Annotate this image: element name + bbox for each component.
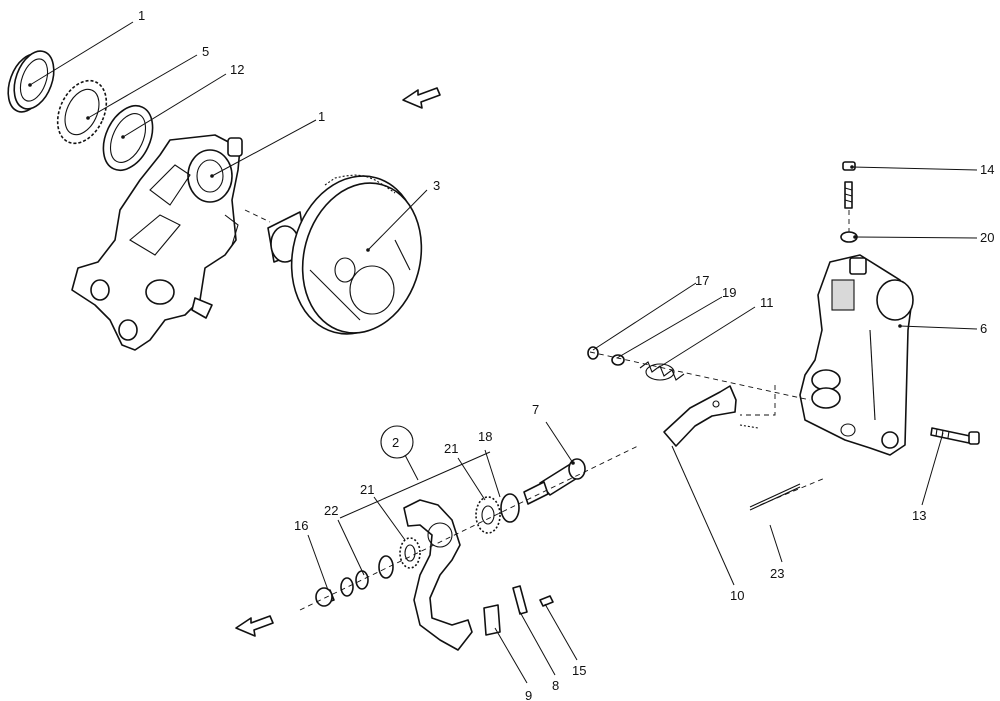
assembly-axis-lower	[299, 444, 641, 611]
part-shaft-7	[523, 458, 586, 505]
callout-12: 12	[230, 62, 244, 77]
part-toothed-washer	[56, 79, 108, 145]
callout-3: 3	[433, 178, 440, 193]
callout-8: 8	[552, 678, 559, 693]
part-screw-14	[842, 161, 856, 209]
part-plate-9	[483, 604, 501, 636]
callout-16: 16	[294, 518, 308, 533]
callout-23: 23	[770, 566, 784, 581]
callout-2: 2	[392, 435, 399, 450]
callout-1b: 1	[318, 109, 325, 124]
direction-arrow-lower	[235, 615, 274, 637]
callout-14: 14	[980, 162, 994, 177]
callout-21b: 21	[360, 482, 374, 497]
part-nut-16	[315, 587, 335, 607]
assembly-axis-bracket	[740, 385, 776, 416]
direction-arrow-upper	[402, 87, 441, 109]
part-crank-arm	[403, 499, 473, 651]
part-small-19	[611, 354, 625, 366]
callout-22: 22	[324, 503, 338, 518]
assembly-axis-pin	[759, 477, 826, 506]
part-bracket-body	[799, 254, 914, 456]
leader-lines	[28, 21, 978, 684]
part-bearing-21b	[399, 537, 421, 569]
part-ring-22	[340, 570, 369, 597]
callout-6: 6	[980, 321, 987, 336]
callout-20: 20	[980, 230, 994, 245]
part-ring-18	[500, 493, 520, 523]
callout-21a: 21	[444, 441, 458, 456]
callout-15: 15	[572, 663, 586, 678]
part-flat-ring	[102, 105, 154, 171]
part-bolt-13	[930, 427, 980, 445]
callout-labels: 1 5 12 1 3 14 20 6 17 19 11 7 2 18 21 21…	[138, 8, 994, 701]
callout-17: 17	[695, 273, 709, 288]
assembly-axis-gear	[244, 209, 271, 223]
part-housing	[71, 134, 243, 351]
callout-1a: 1	[138, 8, 145, 23]
callout-9: 9	[525, 688, 532, 701]
callout-19: 19	[722, 285, 736, 300]
part-bearing-21a	[475, 496, 501, 534]
callout-circle-2	[380, 425, 414, 459]
part-ring-22a	[378, 555, 394, 579]
callout-10: 10	[730, 588, 744, 603]
part-lever-plate	[663, 385, 759, 447]
callout-18: 18	[478, 429, 492, 444]
assembly-axis-upper	[589, 351, 811, 401]
callout-11: 11	[760, 295, 774, 310]
part-cap	[7, 50, 55, 113]
part-pin-15	[539, 595, 554, 607]
part-pin-23	[749, 483, 801, 511]
part-spring-11	[639, 361, 685, 381]
part-gear-disc	[267, 174, 423, 335]
callout-7: 7	[532, 402, 539, 417]
part-tab-8	[512, 585, 528, 615]
callout-5: 5	[202, 44, 209, 59]
callout-13: 13	[912, 508, 926, 523]
